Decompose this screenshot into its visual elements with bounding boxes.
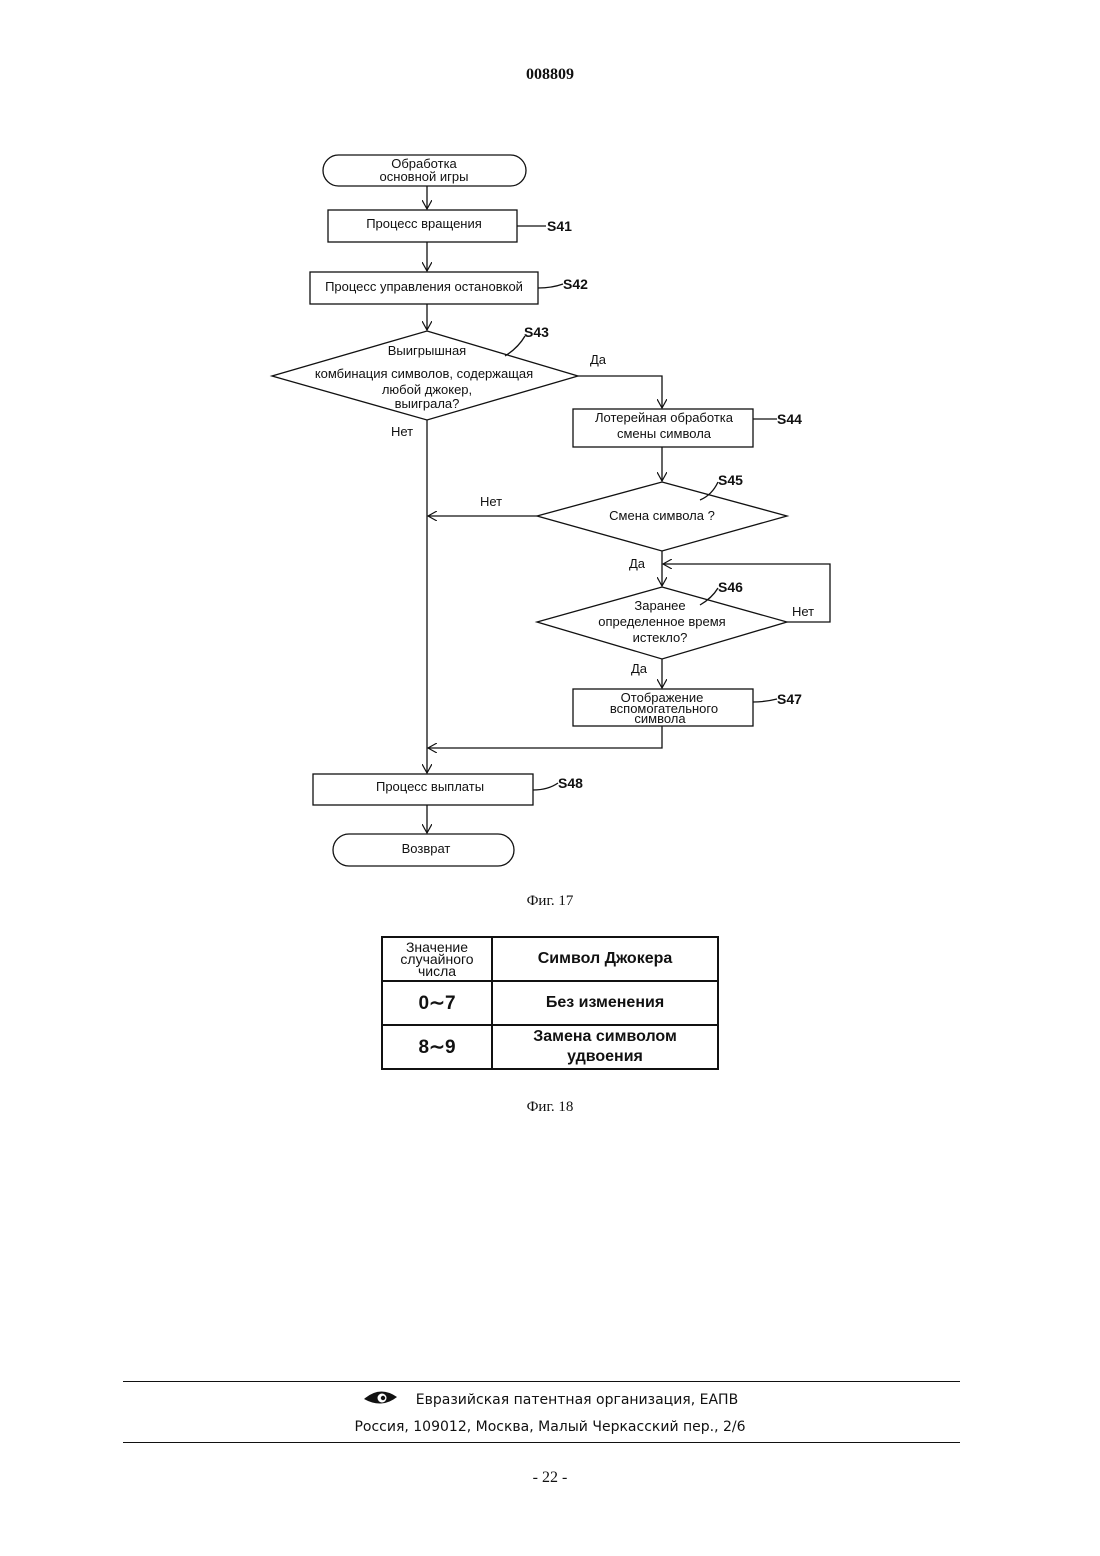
s42-label: S42: [563, 276, 588, 292]
row-result: Замена символом удвоения: [492, 1025, 718, 1069]
footer-bottom-rule: [123, 1442, 960, 1443]
s43-label: S43: [524, 324, 549, 340]
page-number: - 22 -: [0, 1469, 1100, 1487]
table-row: 0∼7 Без изменения: [382, 981, 718, 1025]
header-random-value: Значение случайного числа: [382, 937, 492, 981]
footer-top-rule: [123, 1381, 960, 1382]
row-result-line: Без изменения: [493, 993, 717, 1013]
s44-line1: Лотерейная обработка: [595, 410, 734, 425]
s48-text: Процесс выплаты: [376, 779, 484, 794]
s46-yes-label: Да: [631, 661, 648, 676]
s46-no-label: Нет: [792, 604, 814, 619]
s46-line1: Заранее: [634, 598, 685, 613]
s43-no-label: Нет: [391, 424, 413, 439]
s46-label: S46: [718, 579, 743, 595]
s41-text: Процесс вращения: [366, 216, 482, 231]
start-line2: основной игры: [380, 169, 469, 184]
fig18-caption: Фиг. 18: [0, 1099, 1100, 1116]
table-header-row: Значение случайного числа Символ Джокера: [382, 937, 718, 981]
end-text: Возврат: [402, 841, 451, 856]
row-result: Без изменения: [492, 981, 718, 1025]
s45-label: S45: [718, 472, 743, 488]
header-line: числа: [383, 965, 491, 977]
header-joker-symbol: Символ Джокера: [492, 937, 718, 981]
fig18-table: Значение случайного числа Символ Джокера…: [381, 936, 719, 1070]
row-result-line: удвоения: [493, 1047, 717, 1067]
s43-line2: комбинация символов, содержащая: [315, 366, 533, 381]
s44-label: S44: [777, 411, 802, 427]
s43-line4: выиграла?: [395, 396, 460, 411]
s43-yes-label: Да: [590, 352, 607, 367]
s47-line3: символа: [634, 711, 686, 726]
s46-line2: определенное время: [598, 614, 725, 629]
s46-line3: истекло?: [633, 630, 688, 645]
s42-text: Процесс управления остановкой: [325, 279, 523, 294]
flowchart-fig17: Обработка основной игры Процесс вращения…: [0, 0, 1100, 900]
row-range: 8∼9: [382, 1025, 492, 1069]
footer-address: Россия, 109012, Москва, Малый Черкасский…: [0, 1419, 1100, 1435]
s45-yes-label: Да: [629, 556, 646, 571]
table-row: 8∼9 Замена символом удвоения: [382, 1025, 718, 1069]
s43-line1: Выигрышная: [388, 343, 466, 358]
s45-text: Смена символа ?: [609, 508, 715, 523]
s45-no-label: Нет: [480, 494, 502, 509]
s47-label: S47: [777, 691, 802, 707]
eye-logo-icon: [362, 1388, 400, 1412]
s48-label: S48: [558, 775, 583, 791]
footer-org-line: Евразийская патентная организация, ЕАПВ: [0, 1388, 1100, 1412]
s41-label: S41: [547, 218, 572, 234]
row-range: 0∼7: [382, 981, 492, 1025]
fig17-caption: Фиг. 17: [0, 893, 1100, 910]
s44-line2: смены символа: [617, 426, 712, 441]
footer-org: Евразийская патентная организация, ЕАПВ: [416, 1392, 738, 1408]
row-result-line: Замена символом: [493, 1027, 717, 1047]
s43-line3: любой джокер,: [382, 382, 472, 397]
